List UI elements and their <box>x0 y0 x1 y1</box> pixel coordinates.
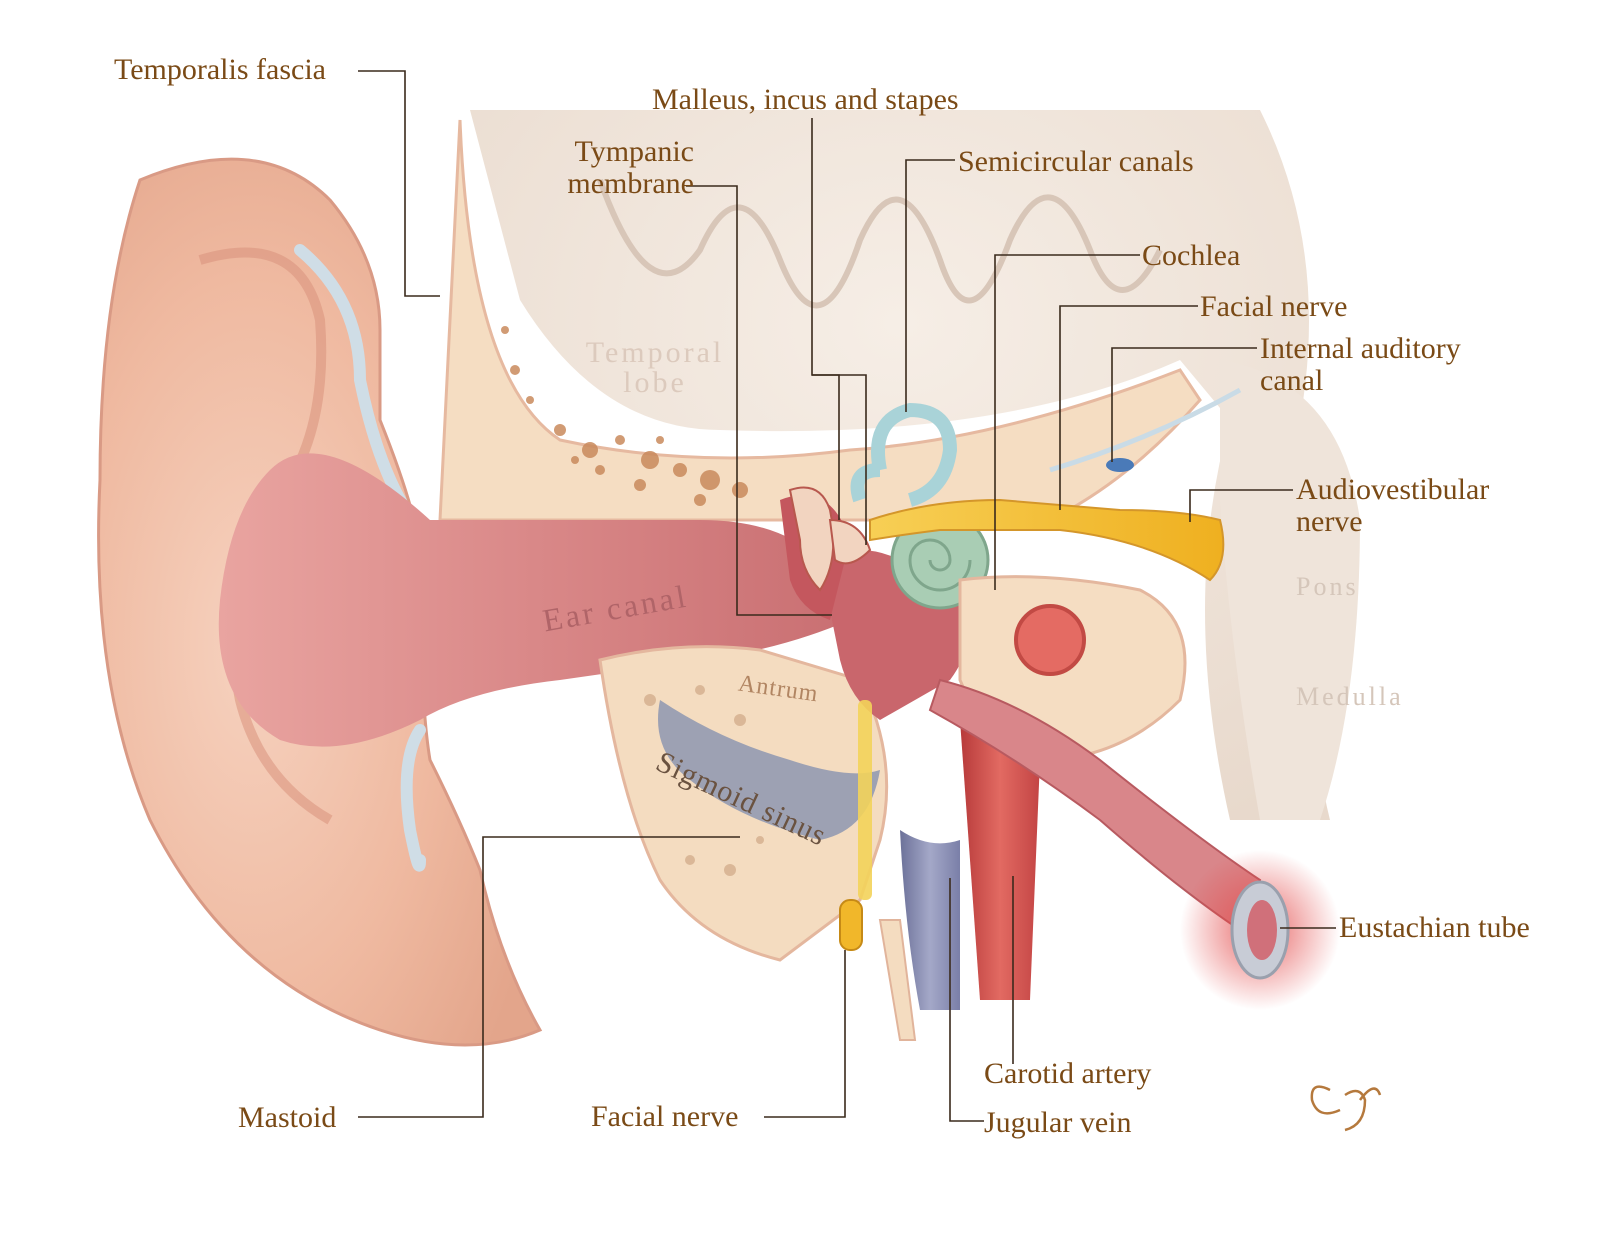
artist-signature <box>1310 1085 1382 1132</box>
label-mastoid: Mastoid <box>238 1101 337 1134</box>
ossicles <box>788 486 872 592</box>
leader-audiovestibular <box>1189 489 1293 522</box>
internal-auditory-dura <box>1049 387 1242 473</box>
leader-facial-lower <box>764 950 846 1118</box>
leader-facial-upper <box>1059 305 1198 510</box>
cochlea-spiral <box>908 538 972 592</box>
leader-cochlea <box>994 254 1140 590</box>
label-tympanic-membrane: Tympanic membrane <box>544 136 694 200</box>
label-facial-nerve-lower: Facial nerve <box>591 1100 739 1133</box>
label-internal-auditory-canal: Internal auditory canal <box>1260 333 1461 397</box>
sigmoid-sinus <box>658 700 880 840</box>
temporal-lobe-line1: Temporal <box>585 336 725 369</box>
label-audiovestibular-line1: Audiovestibular <box>1296 473 1490 506</box>
label-audiovestibular-nerve: Audiovestibular nerve <box>1296 474 1489 538</box>
label-eustachian-tube: Eustachian tube <box>1339 911 1530 944</box>
label-semicircular-canals: Semicircular canals <box>958 145 1194 178</box>
temporal-lobe-line2: lobe <box>623 366 687 399</box>
internal-auditory-canal <box>1106 458 1134 472</box>
leader-lines <box>358 70 1336 1122</box>
carotid-artery <box>960 720 1040 1000</box>
mastoid-air-cells-upper <box>501 326 748 506</box>
label-jugular-vein: Jugular vein <box>984 1106 1132 1139</box>
mastoid-air-cells-lower <box>644 685 764 876</box>
label-facial-nerve-upper: Facial nerve <box>1200 290 1348 323</box>
label-cochlea: Cochlea <box>1142 239 1241 272</box>
medulla-label: Medulla <box>1296 682 1404 711</box>
leader-internal-auditory <box>1111 347 1257 462</box>
label-carotid-artery: Carotid artery <box>984 1057 1152 1090</box>
leader-jugular <box>949 878 984 1122</box>
facial-nerve-vertical <box>858 700 872 900</box>
label-tympanic-line2: membrane <box>567 167 694 200</box>
temporal-lobe-label: Temporal lobe <box>570 338 740 398</box>
facial-nerve-exit <box>839 899 863 951</box>
label-internal-auditory-line1: Internal auditory <box>1260 332 1461 365</box>
leader-tympanic <box>686 185 832 616</box>
label-temporalis-fascia: Temporalis fascia <box>114 53 326 86</box>
ear-canal <box>218 453 850 747</box>
jugular-vein <box>900 830 960 1010</box>
styloid-process <box>878 919 917 1041</box>
leader-semicircular <box>905 159 955 412</box>
leader-mastoid <box>358 836 740 1118</box>
carotid-canal <box>1014 604 1086 676</box>
leader-ossicles-b <box>812 374 840 520</box>
pons-label: Pons <box>1296 572 1359 601</box>
label-ossicles: Malleus, incus and stapes <box>652 83 959 116</box>
brainstem <box>1220 360 1360 820</box>
leader-temporalis-fascia <box>358 70 440 297</box>
facial-nerve-upper <box>869 498 1225 582</box>
gyri-folds <box>597 178 1163 309</box>
cartilage-bottom <box>400 724 426 872</box>
label-tympanic-line1: Tympanic <box>574 135 694 168</box>
label-internal-auditory-line2: canal <box>1260 364 1324 397</box>
label-audiovestibular-line2: nerve <box>1296 505 1363 538</box>
semicircular-canals <box>850 402 958 507</box>
